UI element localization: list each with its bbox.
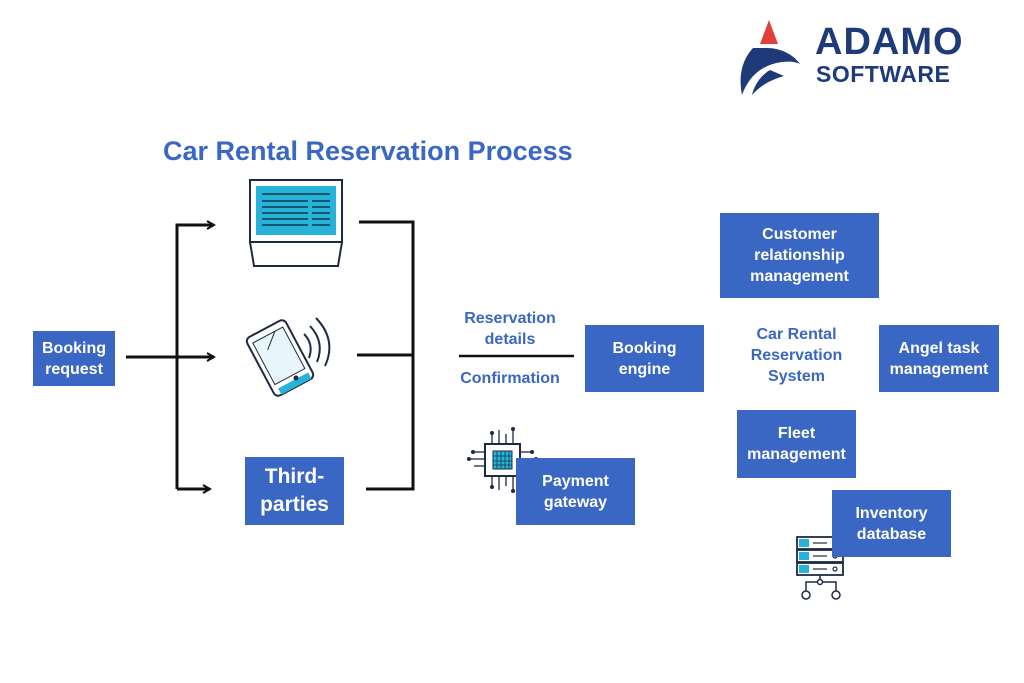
node-label: Customer [762, 226, 837, 243]
node-label: gateway [543, 493, 608, 511]
reservation-details-label: Reservation details [449, 308, 571, 350]
label-line: details [484, 331, 536, 348]
node-third-parties: Third- parties [245, 457, 344, 525]
node-label: Reservation [750, 347, 843, 364]
diagram-title: Car Rental Reservation Process [163, 136, 573, 166]
laptop-icon [248, 179, 344, 267]
node-label: parties [260, 493, 329, 516]
node-booking-request: Booking request [33, 331, 115, 386]
server-rack-icon [796, 536, 844, 600]
node-label: Booking [42, 339, 106, 357]
node-label: Angel task [898, 339, 980, 357]
node-label: Car Rental [756, 326, 837, 343]
node-label: System [768, 368, 825, 385]
node-fleet-management: Fleet management [737, 410, 856, 478]
node-label: management [889, 360, 989, 378]
fan-out-connector [126, 225, 214, 489]
node-label: Inventory [855, 504, 928, 522]
node-label: Fleet [777, 425, 816, 442]
node-label: management [750, 268, 849, 285]
node-label: request [45, 360, 103, 378]
confirmation-label: Confirmation [460, 370, 560, 387]
node-reservation-system: Car Rental Reservation System [730, 324, 863, 387]
node-crm: Customer relationship management [720, 213, 879, 298]
merge-bracket [357, 220, 415, 491]
node-angel-task-management: Angel task management [879, 325, 999, 392]
node-label: Booking [612, 339, 677, 357]
adamo-logo-mark [740, 20, 800, 95]
node-booking-engine: Booking engine [585, 325, 704, 392]
brand-name: ADAMO [815, 21, 964, 63]
node-label: database [856, 525, 927, 543]
node-label: management [747, 446, 846, 463]
node-label: relationship [754, 247, 845, 264]
node-label: engine [618, 360, 671, 378]
node-payment-gateway: Payment gateway [516, 458, 635, 525]
label-line: Reservation [464, 310, 556, 327]
smartphone-icon [245, 317, 331, 397]
node-label: Payment [542, 472, 609, 490]
brand-subname: SOFTWARE [816, 61, 951, 87]
node-label: Third- [264, 465, 325, 488]
node-inventory-database: Inventory database [832, 490, 951, 557]
